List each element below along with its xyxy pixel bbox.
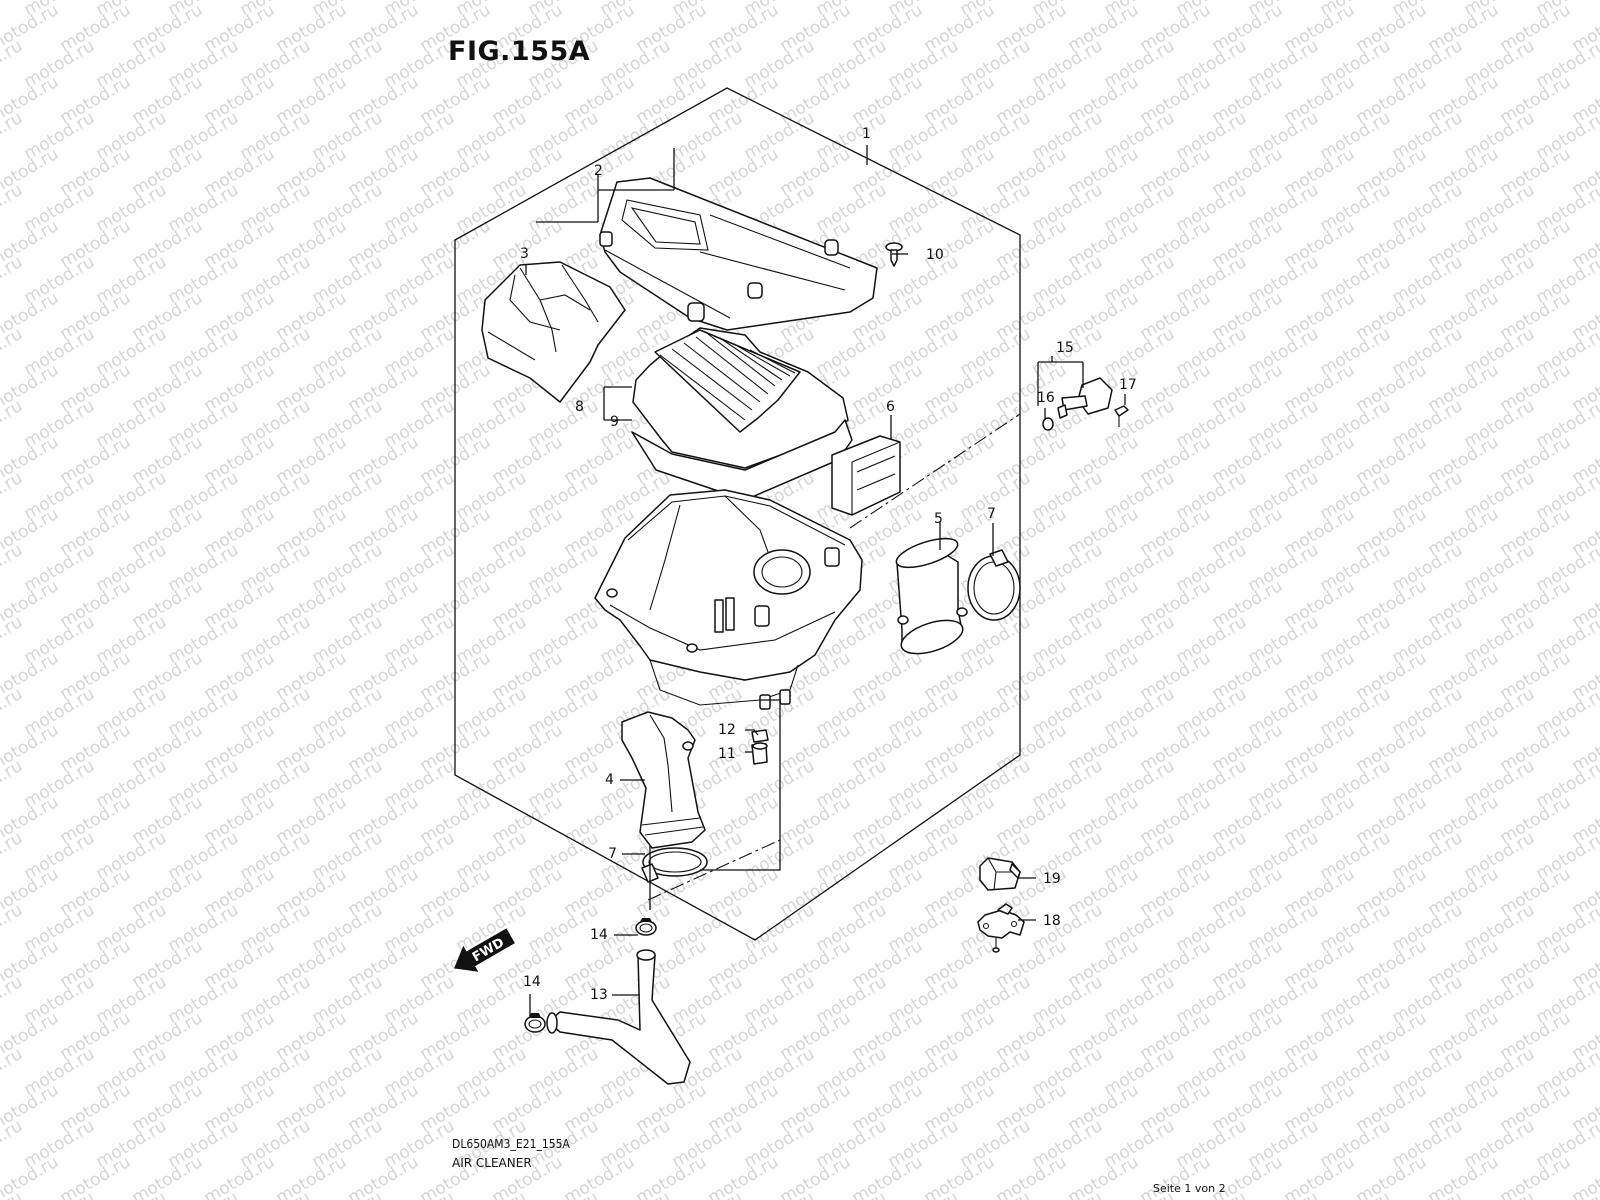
callout-17: 17 — [1119, 377, 1137, 393]
part-drain-hose — [546, 949, 691, 1085]
part-hose-clamp-lower — [524, 1013, 546, 1033]
part-intake-duct — [481, 261, 626, 403]
callout-14b: 14 — [523, 974, 541, 990]
callout-3: 3 — [520, 246, 529, 262]
callout-8: 8 — [575, 399, 584, 415]
callout-19: 19 — [1043, 871, 1061, 887]
part-clamp-upper — [967, 549, 1021, 621]
assembly-name: AIR CLEANER — [452, 1156, 532, 1170]
callout-14a: 14 — [590, 927, 608, 943]
callout-1: 1 — [862, 126, 871, 142]
callout-12: 12 — [718, 722, 736, 738]
part-lower-case — [594, 489, 863, 710]
callout-9: 9 — [610, 414, 619, 430]
callout-18: 18 — [1043, 913, 1061, 929]
callout-15: 15 — [1056, 340, 1074, 356]
part-sensor-15 — [1042, 377, 1129, 431]
callout-11: 11 — [718, 746, 736, 762]
callout-13: 13 — [590, 987, 608, 1003]
part-upper-case-lid — [599, 177, 878, 331]
part-intake-funnel — [895, 537, 968, 655]
callout-4: 4 — [605, 772, 614, 788]
part-hose-clamp-upper — [635, 918, 657, 936]
callout-5: 5 — [934, 511, 943, 527]
callout-7b: 7 — [608, 846, 617, 862]
part-holder-18 — [977, 903, 1025, 953]
part-clamp-lower — [641, 847, 708, 883]
callout-16: 16 — [1037, 390, 1055, 406]
part-filter-element — [631, 327, 853, 501]
diagram-code: DL650AM3_E21_155A — [452, 1137, 570, 1151]
callout-6: 6 — [886, 399, 895, 415]
page-info: Seite 1 von 2 — [1153, 1182, 1226, 1195]
part-drain-cap — [751, 729, 769, 765]
callout-7a: 7 — [987, 506, 996, 522]
callout-10: 10 — [926, 247, 944, 263]
fwd-direction-marker: FWD — [454, 928, 515, 972]
callout-2: 2 — [594, 163, 603, 179]
part-cover-19 — [979, 857, 1021, 891]
